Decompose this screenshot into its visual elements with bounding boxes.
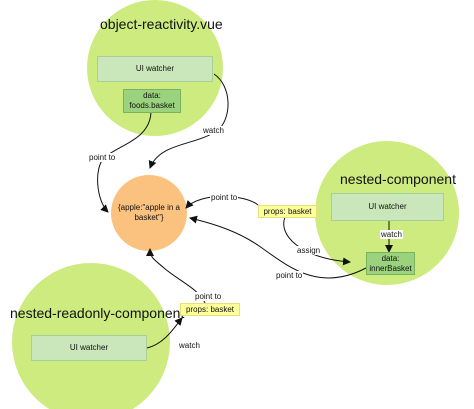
edge-nested-assign xyxy=(283,216,351,266)
nested-props-box: props: basket xyxy=(258,205,317,218)
label-nested-watch: watch xyxy=(380,230,403,239)
parent-ui-watcher: UI watcher xyxy=(97,56,213,82)
nested-data-box: data: innerBasket xyxy=(366,252,415,275)
label-readonly-watch: watch xyxy=(178,341,201,350)
readonly-ui-watcher: UI watcher xyxy=(31,335,147,361)
nested-ui-watcher: UI watcher xyxy=(331,193,444,221)
nested-component-title: nested-component xyxy=(340,171,456,187)
edge-nested-data-point-to xyxy=(189,215,367,279)
label-parent-watch: watch xyxy=(202,126,225,135)
shared-object-label: {apple:"apple in a basket"} xyxy=(117,203,180,222)
label-readonly-point-to: point to xyxy=(194,292,223,301)
readonly-props-box: props: basket xyxy=(180,303,240,316)
readonly-component-title: nested-readonly-component xyxy=(10,305,185,321)
parent-data-box: data: foods.basket xyxy=(123,89,181,113)
edge-readonly-watch xyxy=(146,317,183,349)
shared-object-circle xyxy=(111,175,187,251)
label-nested-point-to-top: point to xyxy=(210,193,239,202)
parent-component-title: object-reactivity.vue xyxy=(100,16,223,32)
label-nested-point-to-bottom: point to xyxy=(275,271,304,280)
label-nested-assign: assign xyxy=(296,246,322,255)
label-parent-point-to: point to xyxy=(88,153,117,162)
